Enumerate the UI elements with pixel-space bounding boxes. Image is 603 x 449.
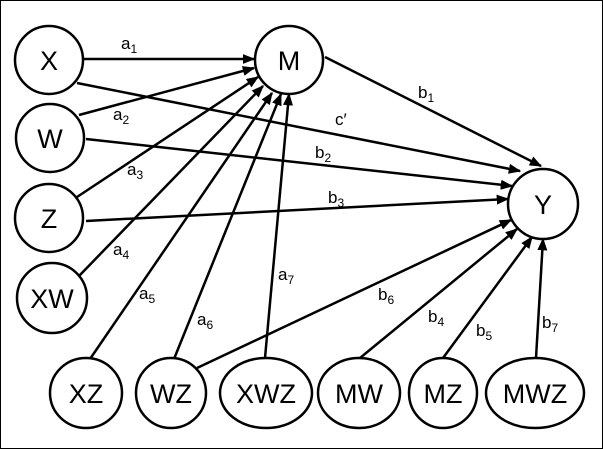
edge-w-to-y bbox=[85, 137, 514, 190]
edge-label-mwz-to-y: b7 bbox=[542, 313, 558, 335]
edge-label-w-to-y: b2 bbox=[315, 143, 331, 165]
edges-layer bbox=[76, 54, 548, 370]
edge-label-z-to-y: b3 bbox=[328, 188, 344, 210]
node-label-xwz: XWZ bbox=[236, 379, 296, 409]
edge-label-xw-to-m: a4 bbox=[113, 240, 129, 262]
edge-label-wz-to-m: a6 bbox=[197, 310, 213, 332]
node-shape-mw bbox=[316, 356, 402, 430]
node-w: W bbox=[14, 102, 86, 174]
node-shape-y bbox=[506, 167, 580, 241]
node-xw: XW bbox=[15, 261, 89, 335]
node-label-mwz: MWZ bbox=[503, 379, 567, 409]
node-x: X bbox=[13, 24, 85, 96]
node-shape-xz bbox=[48, 356, 124, 430]
edge-wz-to-m bbox=[172, 92, 283, 360]
edge-mw-to-y bbox=[359, 228, 518, 359]
node-label-xz: XZ bbox=[69, 379, 104, 409]
node-shape-m bbox=[253, 24, 325, 96]
node-xz: XZ bbox=[48, 356, 124, 430]
node-label-y: Y bbox=[534, 190, 552, 220]
edge-labels-layer: a1 a2 a3 a4 a5 a6 a7 b1 c′b2 b3 b6 b4 b5 b7 bbox=[113, 34, 558, 343]
node-mz: MZ bbox=[407, 356, 479, 430]
edge-label-xwz-to-m: a7 bbox=[278, 265, 294, 287]
edge-label-x-to-y: c′ bbox=[335, 110, 347, 129]
edge-x-to-y bbox=[76, 81, 522, 174]
edge-xw-to-m bbox=[78, 85, 264, 277]
node-shape-xwz bbox=[218, 356, 314, 430]
node-xwz: XWZ bbox=[218, 356, 314, 430]
node-m: M bbox=[253, 24, 325, 96]
node-shape-mwz bbox=[484, 356, 586, 430]
edge-xwz-to-m bbox=[263, 92, 293, 359]
edge-mz-to-y bbox=[441, 235, 534, 359]
node-label-mz: MZ bbox=[424, 379, 463, 409]
edge-label-mw-to-y: b4 bbox=[428, 307, 444, 329]
node-label-m: M bbox=[278, 46, 301, 76]
node-shape-z bbox=[13, 182, 85, 254]
node-label-wz: WZ bbox=[150, 379, 192, 409]
edge-label-mz-to-y: b5 bbox=[476, 321, 492, 343]
node-shape-xw bbox=[15, 261, 89, 335]
node-shape-x bbox=[13, 24, 85, 96]
node-mwz: MWZ bbox=[484, 356, 586, 430]
edge-w-to-m bbox=[78, 66, 256, 117]
edge-label-xz-to-m: a5 bbox=[139, 284, 155, 306]
node-shape-w bbox=[14, 102, 86, 174]
node-label-w: W bbox=[37, 124, 63, 154]
edge-m-to-y bbox=[324, 55, 543, 168]
node-mw: MW bbox=[316, 356, 402, 430]
edge-mwz-to-y bbox=[534, 237, 548, 359]
node-shape-wz bbox=[134, 356, 208, 430]
edge-label-z-to-m: a3 bbox=[127, 160, 143, 182]
node-label-x: X bbox=[40, 46, 58, 76]
edge-label-wz-to-y: b6 bbox=[378, 285, 394, 307]
edge-wz-to-y bbox=[196, 218, 513, 370]
node-shape-mz bbox=[407, 356, 479, 430]
node-z: Z bbox=[13, 182, 85, 254]
edge-label-x-to-m: a1 bbox=[121, 34, 137, 56]
edge-z-to-y bbox=[85, 194, 510, 223]
node-label-z: Z bbox=[41, 204, 58, 234]
edge-xz-to-m bbox=[88, 91, 274, 360]
node-y: Y bbox=[506, 167, 580, 241]
edge-label-m-to-y: b1 bbox=[418, 83, 434, 105]
node-wz: WZ bbox=[134, 356, 208, 430]
edge-z-to-m bbox=[76, 75, 260, 199]
node-label-mw: MW bbox=[335, 379, 383, 409]
node-label-xw: XW bbox=[30, 284, 74, 314]
edge-label-w-to-m: a2 bbox=[113, 105, 129, 127]
